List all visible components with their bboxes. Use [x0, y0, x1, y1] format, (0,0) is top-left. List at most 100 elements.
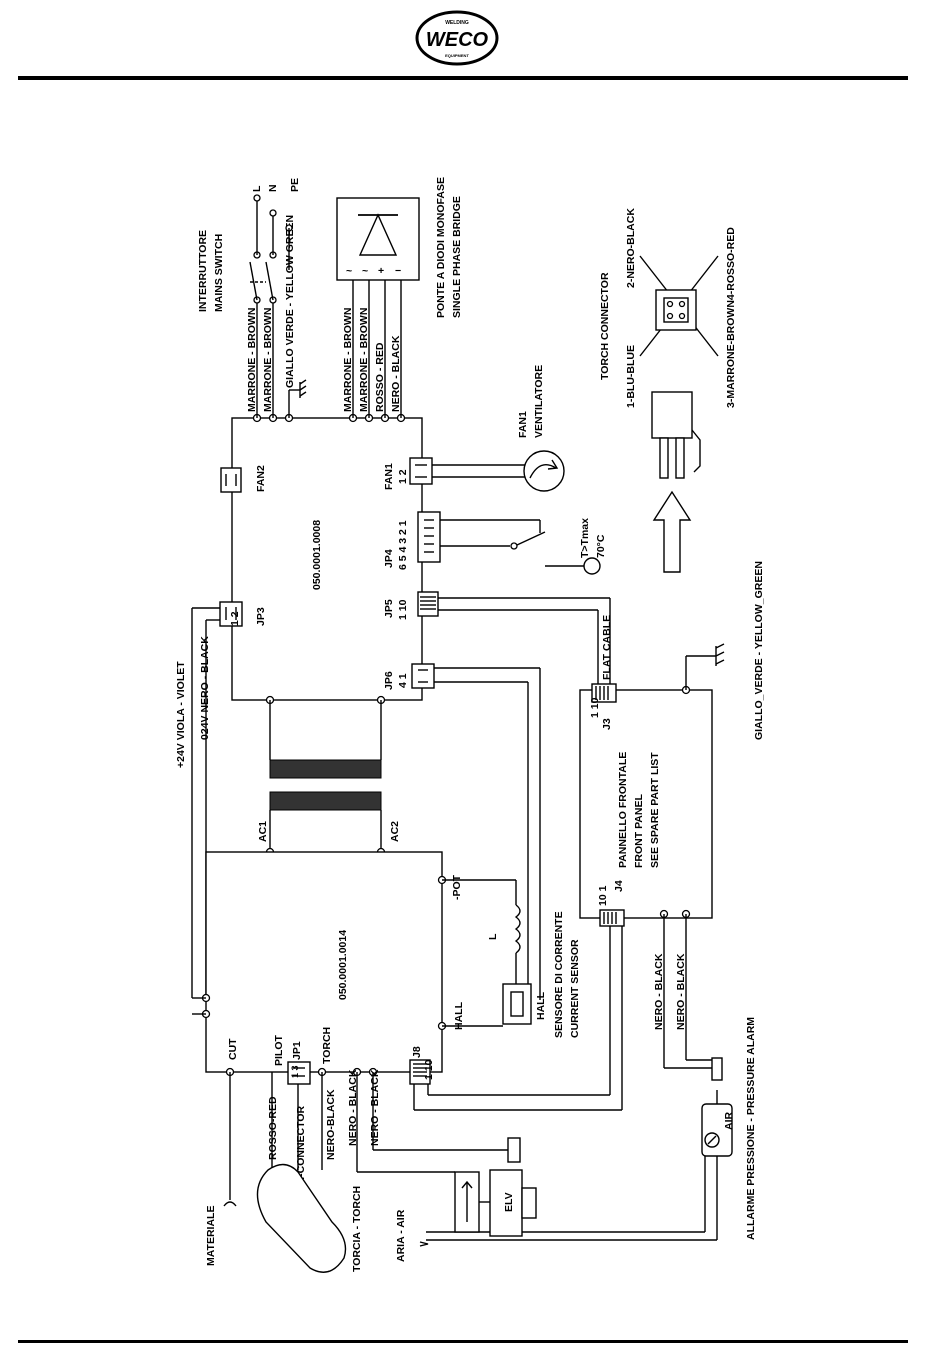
earth-symbol-mains: [289, 379, 307, 398]
jp1-connector: [287, 1061, 311, 1085]
transformer: [265, 695, 386, 857]
inductor-label: L: [487, 933, 499, 940]
hall-terminal-label: HALL: [453, 1001, 465, 1030]
front-panel-board: [579, 689, 713, 919]
torch-connector-pin34: 3-MARRONE-BROWN4-ROSSO-RED: [725, 227, 737, 408]
terminal-n: N: [267, 184, 279, 192]
pressure-switch-air: AIR: [723, 1112, 735, 1131]
fan-motor-icon: [523, 450, 565, 492]
air-line: [419, 1231, 717, 1247]
jp3-connector: [191, 601, 243, 998]
terminal-pe: PE: [289, 178, 301, 192]
material-icon: [223, 1072, 237, 1207]
pressure-alarm-label: ALLARME PRESSIONE - PRESSURE ALARM: [745, 1017, 757, 1240]
mains-switch: [249, 200, 277, 304]
torcia-label: TORCIA - TORCH: [351, 1186, 363, 1272]
sensor-label-it: SENSORE DI CORRENTE: [553, 911, 565, 1038]
j8-pins: 1 10: [423, 1059, 435, 1080]
torch-connector-pin1: 1-BLU-BLUE: [625, 345, 637, 408]
fan2-label: FAN2: [255, 465, 267, 492]
valve-wire-black-a: NERO - BLACK: [347, 1069, 359, 1146]
footer-rule: [18, 1340, 908, 1343]
sensor-hall-label: HALL: [535, 991, 547, 1020]
fan-label-it: VENTILATORE: [533, 365, 545, 438]
jp3-pins: 1 2: [229, 611, 241, 626]
front-panel-black-2: NERO - BLACK: [675, 953, 687, 1030]
weco-logo: WELDING WECO EQUIPMENT: [414, 8, 500, 66]
switch-label-it: INTERRUTTORE: [197, 230, 209, 312]
pot-label: -POT: [451, 874, 463, 900]
svg-text:~: ~: [362, 265, 368, 277]
j8-label: J8: [411, 1046, 423, 1058]
flat-cable-label: FLAT CABLE: [601, 615, 613, 680]
j4-pins: 10 1: [597, 885, 609, 906]
thermo-label: T>Tmax: [579, 518, 591, 558]
torch-plug-icon: [651, 391, 701, 479]
torch-nero-black: NERO-BLACK: [325, 1089, 337, 1160]
supply-plus24: +24V VIOLA - VIOLET: [175, 661, 187, 768]
front-panel-line2: FRONT PANEL: [633, 794, 645, 868]
jp5-label: JP5: [383, 599, 395, 618]
svg-text:+: +: [378, 265, 384, 277]
power-board-code: 050.0001.0008: [311, 520, 323, 590]
thermal-switch-icon: [510, 520, 601, 575]
header-rule: [18, 76, 908, 80]
elv-label: ELV: [503, 1192, 515, 1212]
fan1-connector-label: FAN1: [383, 463, 395, 490]
pressure-alarm-wires: [659, 909, 723, 1081]
transformer-ac2: AC2: [389, 821, 401, 842]
diode-bridge: ~ ~ + −: [336, 197, 420, 281]
aria-label: ARIA - AIR: [395, 1209, 407, 1262]
torch-connector-pin2: 2-NERO-BLACK: [625, 208, 637, 288]
mains-terminals: [253, 194, 293, 270]
bridge-label-en: SINGLE PHASE BRIDGE: [451, 196, 463, 318]
front-panel-black-1: NERO - BLACK: [653, 953, 665, 1030]
sensor-label-en: CURRENT SENSOR: [569, 939, 581, 1038]
bridge-wire-2: MARRONE - BROWN: [358, 308, 370, 412]
jp6-pins: 4 1: [397, 673, 409, 688]
power-board: [231, 417, 423, 701]
jp6-label: JP6: [383, 671, 395, 690]
fan-label: FAN1: [517, 411, 529, 438]
jp3-label: JP3: [255, 607, 267, 626]
control-board: [205, 851, 443, 1073]
torch-connector-pinout: [639, 255, 719, 357]
front-panel-line1: PANNELLO FRONTALE: [617, 752, 629, 868]
fan1-connector: [409, 457, 540, 485]
mains-wire-earth: GIALLO VERDE - YELLOW GREEN: [284, 215, 296, 388]
solenoid-valve: [356, 1072, 537, 1237]
jp1-label: JP1: [291, 1041, 303, 1060]
torch-body-icon: [256, 1163, 347, 1273]
bridge-wire-1: MARRONE - BROWN: [342, 308, 354, 412]
jp4-connector: [417, 511, 540, 563]
torch-rosso-red: ROSSO-RED: [267, 1096, 279, 1160]
thermo-temp: 70°C: [595, 534, 607, 558]
fan2-connector: [220, 467, 242, 493]
pilot-label: PILOT: [273, 1034, 285, 1066]
fan1-pins: 1 2: [397, 469, 409, 484]
front-panel-earth-label: GIALLO_VERDE - YELLOW_GREEN: [753, 561, 765, 740]
j4-connector: [599, 909, 625, 927]
torch-connector-title: TORCH CONNECTOR: [599, 272, 611, 380]
jp4-label: JP4: [383, 549, 395, 568]
svg-text:−: −: [395, 265, 401, 277]
valve-wire-black-b: NERO - BLACK: [369, 1069, 381, 1146]
earth-front-panel: [681, 643, 725, 695]
j3-label: J3: [601, 718, 613, 730]
torch-label: TORCH: [321, 1027, 333, 1064]
cut-label: CUT: [227, 1038, 239, 1060]
pressure-switch: [701, 1090, 733, 1240]
bridge-wire-4: NERO - BLACK: [390, 335, 402, 412]
bridge-wire-3: ROSSO - RED: [374, 342, 386, 412]
j3-pins: 1 10: [589, 697, 601, 718]
terminal-l: L: [251, 185, 263, 192]
j3-connector: [591, 683, 617, 703]
mains-wire-brown-1: MARRONE - BROWN: [246, 308, 258, 412]
jp5-connector: [417, 591, 611, 685]
materiale-label: MATERIALE: [205, 1206, 217, 1266]
jp5-pins: 1 10: [397, 599, 409, 620]
jp6-connector: [411, 663, 541, 1000]
logo-top-text: WELDING: [445, 20, 469, 26]
transformer-ac1: AC1: [257, 821, 269, 842]
